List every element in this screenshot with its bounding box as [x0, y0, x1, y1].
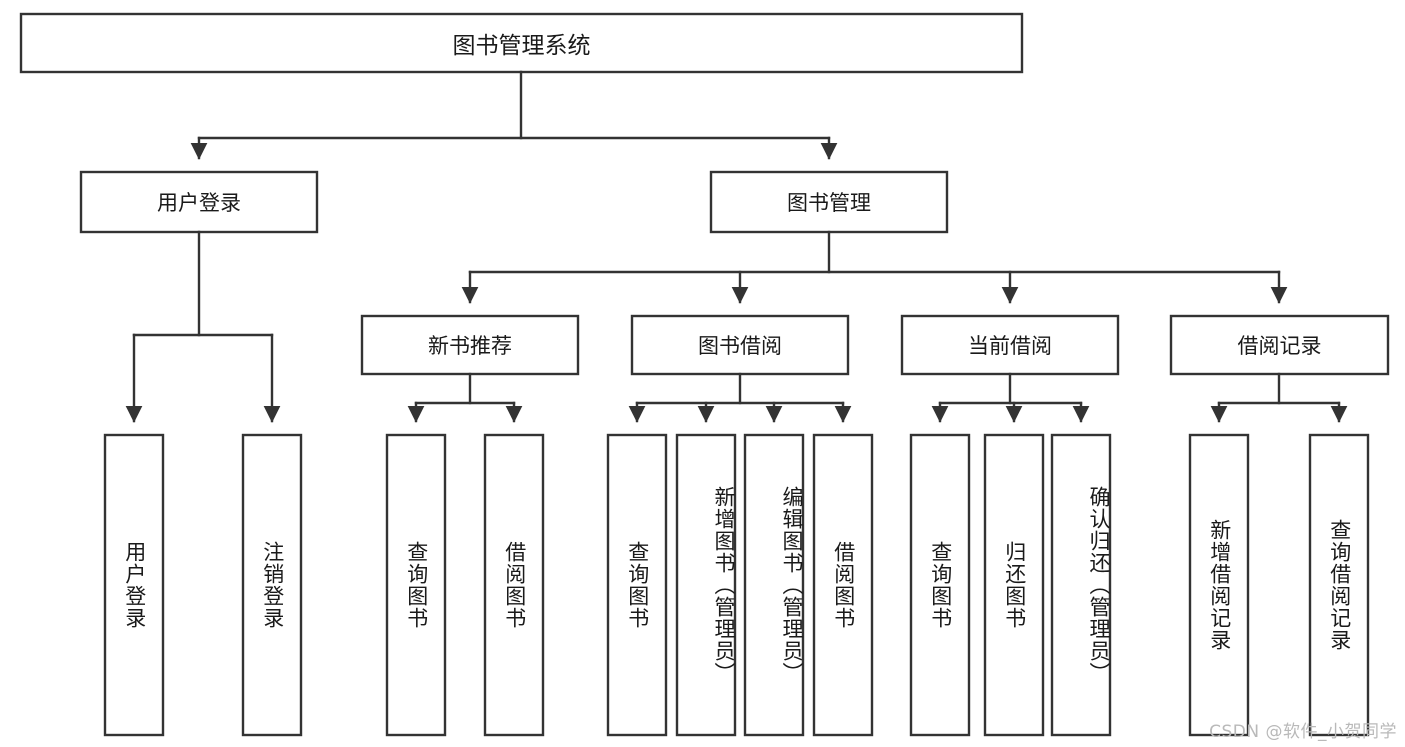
- node-box-new-book-recommend[interactable]: [360, 314, 580, 376]
- leaf-box-borrow-book-1[interactable]: [483, 433, 545, 737]
- leaf-box-logout[interactable]: [241, 433, 303, 737]
- node-box-borrow-record[interactable]: [1169, 314, 1390, 376]
- leaf-box-query-book-1[interactable]: [385, 433, 447, 737]
- leaf-box-add-book-admin[interactable]: [675, 433, 737, 737]
- node-box-book-borrow[interactable]: [630, 314, 850, 376]
- leaf-box-add-borrow-record[interactable]: [1188, 433, 1250, 737]
- node-box-user-login[interactable]: [79, 170, 319, 234]
- leaf-box-confirm-return-admin[interactable]: [1050, 433, 1112, 737]
- leaf-box-return-book[interactable]: [983, 433, 1045, 737]
- leaf-box-query-book-3[interactable]: [909, 433, 971, 737]
- leaf-box-query-book-2[interactable]: [606, 433, 668, 737]
- leaf-box-edit-book-admin[interactable]: [743, 433, 805, 737]
- node-box-book-management[interactable]: [709, 170, 949, 234]
- leaf-box-query-borrow-record[interactable]: [1308, 433, 1370, 737]
- leaf-box-user-login[interactable]: [103, 433, 165, 737]
- leaf-box-borrow-book-2[interactable]: [812, 433, 874, 737]
- node-box-root[interactable]: [19, 12, 1024, 74]
- node-box-current-borrow[interactable]: [900, 314, 1120, 376]
